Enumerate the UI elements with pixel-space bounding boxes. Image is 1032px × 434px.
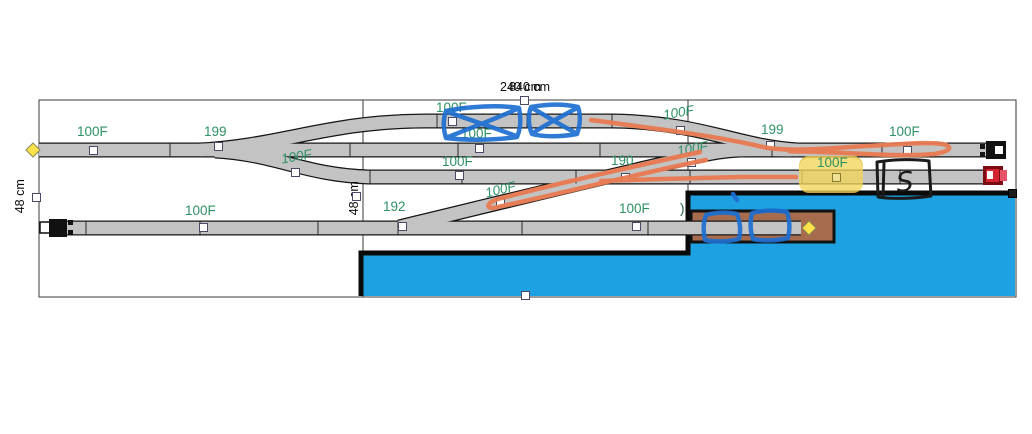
blue-pen-strokes[interactable] [441, 102, 792, 244]
selection-handle[interactable] [290, 167, 300, 177]
orange-lasso-top-route [588, 117, 952, 158]
track-label: 100F [889, 124, 920, 139]
selection-handle[interactable] [831, 172, 841, 182]
track-label: 190 [611, 153, 634, 168]
selection-handle[interactable] [447, 116, 457, 126]
selection-handle[interactable] [474, 143, 484, 153]
selection-handle[interactable] [198, 222, 208, 232]
selection-handle[interactable] [519, 95, 529, 105]
track-label: 192 [383, 199, 406, 214]
s-box-annotation[interactable] [875, 158, 933, 200]
selection-handle[interactable] [31, 192, 41, 202]
crossed-box-1-x [445, 106, 520, 140]
selection-handle[interactable] [631, 221, 641, 231]
selection-handle[interactable] [397, 221, 407, 231]
s-box-frame [875, 158, 933, 200]
track-label: 100F [619, 201, 650, 216]
orange-underline-siding [598, 174, 799, 184]
water-border [358, 190, 1016, 296]
track-crossover-diagonal-surface[interactable] [397, 143, 793, 234]
selection-handle[interactable] [213, 141, 223, 151]
track-label: ) [680, 201, 685, 216]
platform-box-2 [748, 208, 792, 243]
dimension-width-b: 840 cm [509, 80, 550, 94]
track-label: 100F [77, 124, 108, 139]
selection-handle[interactable] [520, 290, 530, 300]
track-endpoint-diamond-left [25, 142, 41, 158]
highlighter-mark [799, 156, 863, 193]
blue-tick [730, 191, 740, 203]
buffer-stop-bottom-left[interactable] [39, 219, 73, 237]
s-box-inner-line [881, 161, 886, 199]
selection-handle[interactable] [1007, 188, 1017, 198]
track-endpoint-diamond-platform [801, 220, 817, 236]
track-label: 100F [185, 203, 216, 218]
s-letter: S [895, 166, 915, 198]
track-label: 100F [817, 155, 848, 170]
orange-pen-strokes[interactable] [486, 117, 952, 211]
selection-handle[interactable] [454, 170, 464, 180]
selection-handle[interactable] [351, 191, 361, 201]
selection-handle[interactable] [88, 145, 98, 155]
platform-box-1 [701, 210, 743, 244]
track-siding-upper-surface[interactable] [214, 144, 986, 184]
crossed-box-2-x [529, 105, 580, 136]
buffer-stop-top-right[interactable] [980, 141, 1006, 159]
track-label: 199 [761, 122, 784, 137]
buffer-stop-siding-right[interactable] [983, 166, 1007, 185]
track-label: 199 [204, 124, 227, 139]
dimension-width-a: 240 cm [500, 80, 541, 94]
track-label: 100F [442, 154, 473, 169]
